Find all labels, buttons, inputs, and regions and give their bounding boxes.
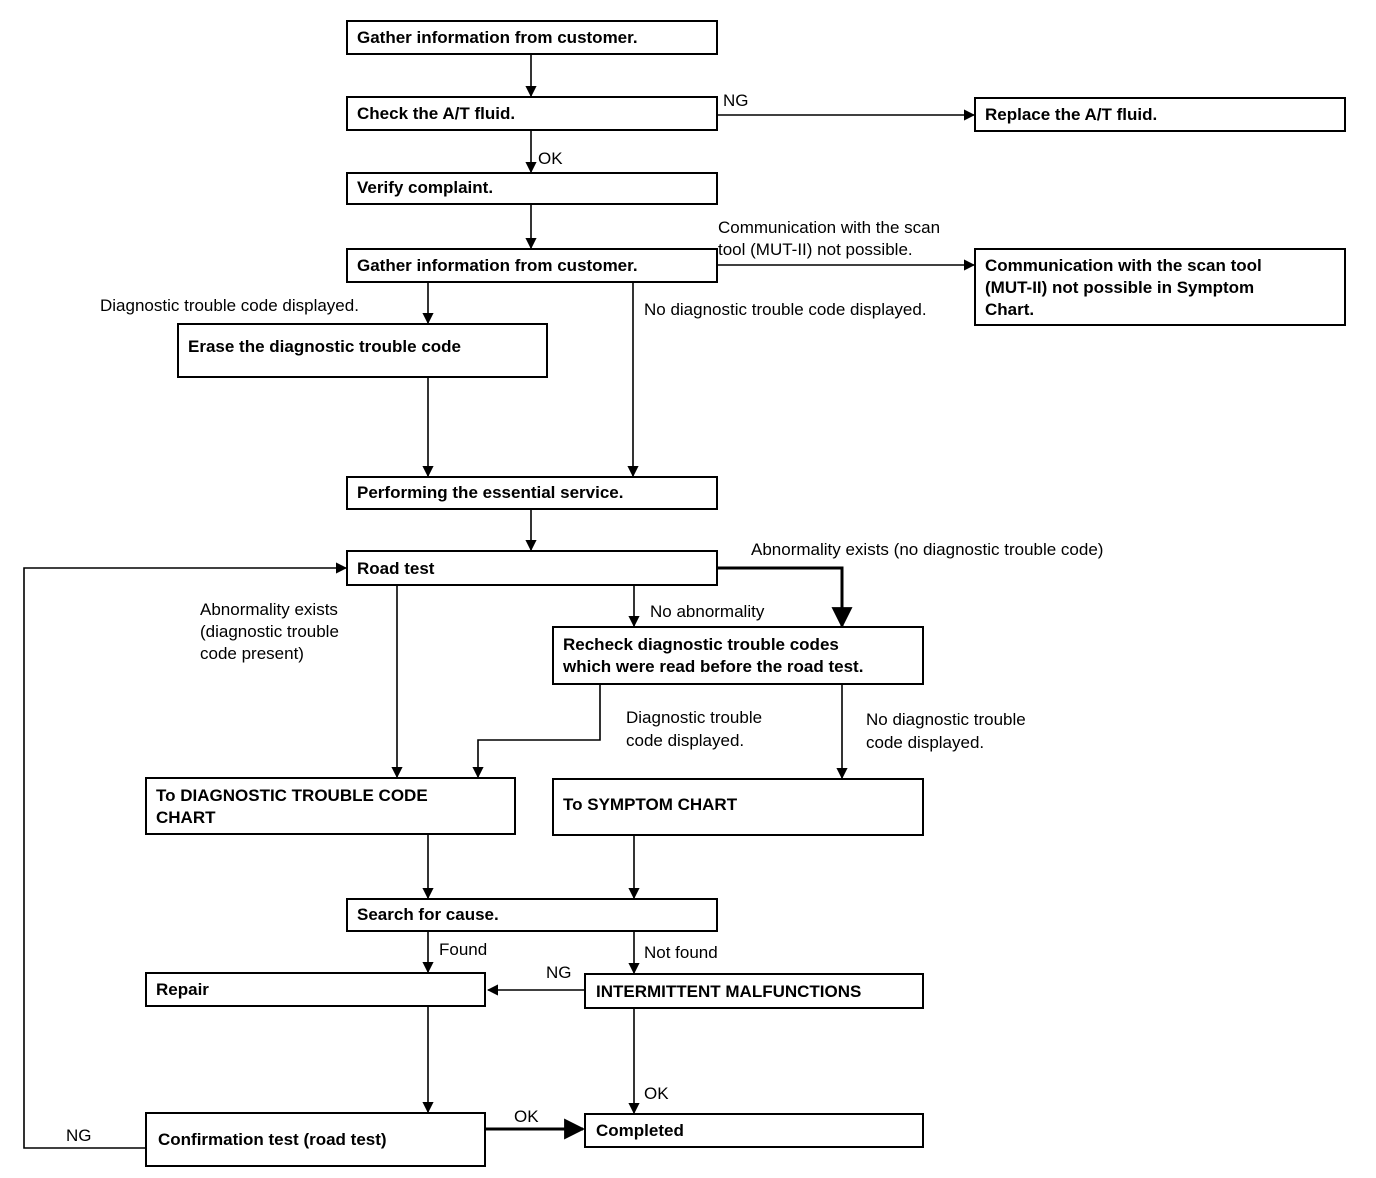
label-no-dtc-displayed: No diagnostic trouble code displayed. [644, 300, 927, 319]
box-repair-text: Repair [156, 980, 209, 999]
box-gather-info-2: Gather information from customer. [346, 248, 718, 283]
label-recheck-dtc-2: code displayed. [626, 731, 744, 750]
label-ng-intermittent: NG [546, 963, 572, 982]
label-recheck-no-dtc-1: No diagnostic trouble [866, 710, 1026, 729]
label-ng-confirm: NG [66, 1126, 92, 1145]
arrow-recheck-to-dtcchart [472, 684, 601, 779]
arrow-confirmation-loop-to-roadtest [23, 562, 348, 1149]
label-abnormality-dtc-1: Abnormality exists [200, 600, 338, 619]
box-intermittent-text: INTERMITTENT MALFUNCTIONS [596, 982, 861, 1001]
box-symptom-chart: To SYMPTOM CHART [552, 778, 924, 836]
label-comm-not-possible-1: Communication with the scan [718, 218, 940, 237]
box-confirmation-test: Confirmation test (road test) [145, 1112, 486, 1167]
box-communication-not-possible: Communication with the scan tool (MUT-II… [974, 248, 1346, 326]
box-gather-info-1-text: Gather information from customer. [357, 28, 638, 47]
edge-labels: NG OK Communication with the scan tool (… [66, 91, 1103, 1145]
label-recheck-no-dtc-2: code displayed. [866, 733, 984, 752]
box-symptom-chart-text: To SYMPTOM CHART [563, 795, 738, 814]
arrow-roadtest-abnormality-nodtc [717, 566, 853, 629]
label-found: Found [439, 940, 487, 959]
label-ok-intermittent: OK [644, 1084, 669, 1103]
box-verify-complaint-text: Verify complaint. [357, 178, 493, 197]
label-recheck-dtc-1: Diagnostic trouble [626, 708, 762, 727]
box-essential-service-text: Performing the essential service. [357, 483, 623, 502]
box-road-test: Road test [346, 550, 718, 586]
box-confirmation-text: Confirmation test (road test) [158, 1130, 387, 1149]
label-ok-fluid: OK [538, 149, 563, 168]
box-communication-line-1: Communication with the scan tool [985, 256, 1262, 275]
box-communication-line-3: Chart. [985, 300, 1034, 319]
box-communication-line-2: (MUT-II) not possible in Symptom [985, 278, 1254, 297]
label-abnormality-dtc-2: (diagnostic trouble [200, 622, 339, 641]
box-verify-complaint: Verify complaint. [346, 172, 718, 205]
box-gather-info-1: Gather information from customer. [346, 20, 718, 55]
box-completed-text: Completed [596, 1121, 684, 1140]
label-ng-fluid: NG [723, 91, 749, 110]
box-replace-fluid: Replace the A/T fluid. [974, 97, 1346, 132]
box-gather-info-2-text: Gather information from customer. [357, 256, 638, 275]
box-intermittent-malfunctions: INTERMITTENT MALFUNCTIONS [584, 973, 924, 1009]
label-abnormality-dtc-3: code present) [200, 644, 304, 663]
box-search-cause: Search for cause. [346, 898, 718, 932]
label-not-found: Not found [644, 943, 718, 962]
label-dtc-displayed: Diagnostic trouble code displayed. [100, 296, 359, 315]
box-dtc-chart-line-2: CHART [156, 808, 216, 827]
label-abnormality-no-dtc: Abnormality exists (no diagnostic troubl… [751, 540, 1103, 559]
box-completed: Completed [584, 1113, 924, 1148]
box-dtc-chart-line-1: To DIAGNOSTIC TROUBLE CODE [156, 786, 428, 805]
connectors [23, 54, 976, 1149]
box-replace-fluid-text: Replace the A/T fluid. [985, 105, 1157, 124]
label-comm-not-possible-2: tool (MUT-II) not possible. [718, 240, 913, 259]
box-recheck-line-1: Recheck diagnostic trouble codes [563, 635, 839, 654]
box-recheck-dtc: Recheck diagnostic trouble codes which w… [552, 626, 924, 685]
box-check-fluid: Check the A/T fluid. [346, 96, 718, 131]
box-erase-dtc: Erase the diagnostic trouble code [177, 323, 548, 378]
box-erase-dtc-text: Erase the diagnostic trouble code [188, 337, 461, 356]
label-ok-confirm: OK [514, 1107, 539, 1126]
box-recheck-line-2: which were read before the road test. [562, 657, 863, 676]
box-dtc-chart: To DIAGNOSTIC TROUBLE CODE CHART [145, 777, 516, 835]
box-essential-service: Performing the essential service. [346, 476, 718, 510]
box-search-cause-text: Search for cause. [357, 905, 499, 924]
label-no-abnormality: No abnormality [650, 602, 765, 621]
box-road-test-text: Road test [357, 559, 435, 578]
box-check-fluid-text: Check the A/T fluid. [357, 104, 515, 123]
box-repair: Repair [145, 972, 486, 1007]
